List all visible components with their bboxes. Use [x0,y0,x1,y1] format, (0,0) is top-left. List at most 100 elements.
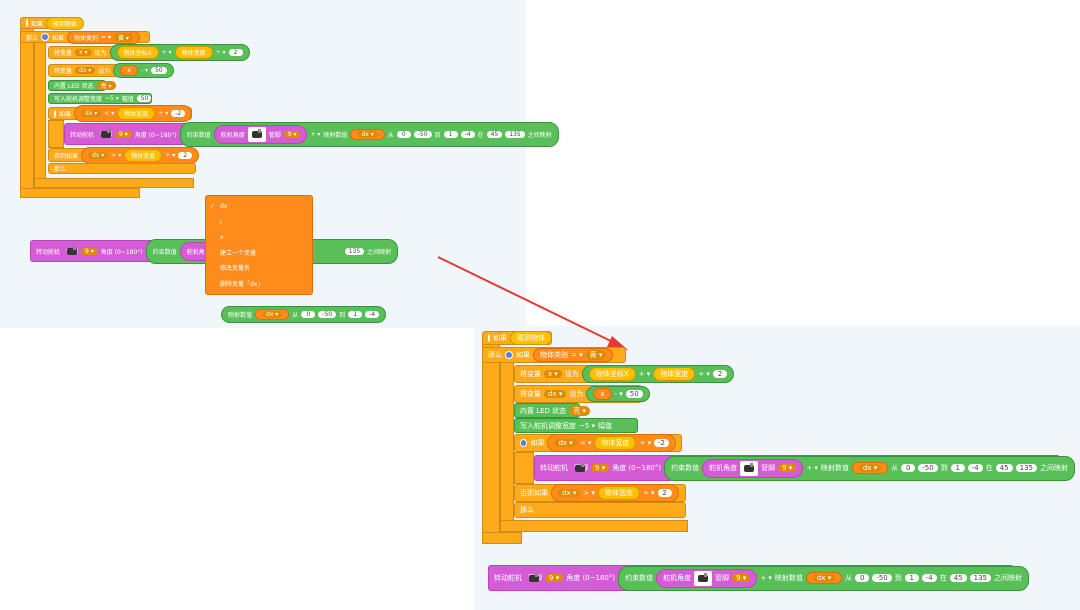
set-x-block[interactable]: 将变量 x 设为 物体坐标X+ ▾物体宽度÷ ▾2 [514,365,734,383]
num-input[interactable]: 45 [486,130,503,138]
num-input[interactable]: 135 [969,574,991,582]
div-op[interactable]: ÷ ▾ [215,49,226,56]
set-dx-block[interactable]: 将变量 dx 设为 x- ▾50 [48,63,174,78]
dx-compare[interactable]: dx< ▾物体宽度÷ ▾-2 [74,105,193,122]
dropdown-item-x[interactable]: x [220,234,224,241]
plus-op[interactable]: + ▾ [310,130,321,138]
subtract-reporter[interactable]: x- ▾50 [586,386,650,402]
touching-reporter[interactable]: 碰到物体 [510,331,552,345]
var-dropdown[interactable]: x [544,370,562,378]
object-x-reporter[interactable]: 物体坐标X [588,367,636,381]
minus-op[interactable]: - ▾ [140,67,148,74]
num-input[interactable]: 2 [228,49,243,56]
num-input[interactable]: -2 [171,110,186,117]
lt-op[interactable]: < ▾ [579,439,592,447]
num-input[interactable]: -4 [460,130,475,138]
num-input[interactable]: 1 [950,464,965,472]
add-reporter[interactable]: 物体坐标X+ ▾物体宽度÷ ▾2 [109,44,250,61]
led-state-dropdown[interactable]: 亮 [96,81,116,90]
gt-op[interactable]: > ▾ [111,151,122,159]
num-input[interactable]: 0 [301,311,316,318]
object-width-reporter[interactable]: 物体宽度 [653,367,696,381]
div-op[interactable]: ÷ ▾ [158,110,169,117]
dropdown-item-dx[interactable]: dx [206,199,312,215]
div-op[interactable]: ÷ ▾ [639,439,652,447]
num-input[interactable]: -50 [413,130,432,138]
if-dx-block[interactable]: 如果 dx< ▾物体宽度÷ ▾-2 [48,105,193,122]
dropdown-item-rename-variable[interactable]: 修改变量名 [220,265,251,272]
num-input[interactable]: 0 [396,130,411,138]
led-block[interactable]: 内置 LED 状态 亮 [48,80,116,91]
variable-dropdown-menu[interactable]: dx i x 建立一个变量 修改变量名 删除变量「dx」 [205,195,313,295]
yellow-dropdown[interactable]: 黄 [585,350,607,360]
num-input[interactable]: 135 [1015,464,1037,472]
lt-op[interactable]: < ▾ [104,110,115,117]
pin-dropdown[interactable]: 9 [283,130,301,138]
object-width-reporter[interactable]: 物体宽度 [124,148,163,162]
dx-compare[interactable]: dx< ▾物体宽度÷ ▾-2 [547,434,676,452]
object-x-reporter[interactable]: 物体坐标X [116,46,159,59]
var-dropdown[interactable]: dx [858,464,882,472]
plus-op[interactable]: + ▾ [638,370,651,378]
num-input[interactable]: 135 [505,130,525,138]
plus-op[interactable]: + ▾ [760,574,772,582]
var-dropdown[interactable]: dx [544,390,567,398]
pin-dropdown[interactable]: 9 [545,574,564,582]
num-input[interactable]: 2 [712,370,727,378]
num-input[interactable]: 50 [150,67,167,74]
object-width-reporter[interactable]: 物体宽度 [594,436,637,450]
dragged-map-reporter[interactable]: 映射数值 dx 从0 -50 到1 -4 [221,302,387,323]
var-dropdown[interactable]: dx [88,151,109,159]
led-block[interactable]: 内置 LED 状态 亮 [514,403,590,418]
num-input[interactable]: 1 [443,130,458,138]
if-dx-block[interactable]: 如果 dx< ▾物体宽度÷ ▾-2 [514,434,682,452]
if-touching-block[interactable]: 如果 碰到物体 [482,331,552,345]
num-input[interactable]: -4 [365,311,380,318]
yellow-dropdown[interactable]: 黄 [114,32,133,42]
var-dropdown[interactable]: dx [262,311,283,318]
num-input[interactable]: 1 [348,311,363,318]
num-input[interactable]: 0 [855,574,870,582]
plus-op[interactable]: + ▾ [161,49,172,56]
dropdown-item-i[interactable]: i [220,218,222,226]
num-input[interactable]: -50 [318,311,337,318]
num-input[interactable]: -50 [918,464,938,472]
pin-dropdown[interactable]: 9 [115,130,132,138]
write-pwm-block[interactable]: 写入舵机调整宽度 ~5 ▾ 幅值 [514,418,638,433]
num-input[interactable]: -50 [872,574,892,582]
plus-op[interactable]: + ▾ [806,464,818,472]
minus-op[interactable]: - ▾ [614,390,623,398]
add-reporter[interactable]: 物体坐标X+ ▾物体宽度÷ ▾2 [581,365,734,383]
var-dropdown[interactable]: dx [554,439,577,447]
set-x-block[interactable]: 将变量 x 设为 物体坐标X+ ▾物体宽度÷ ▾2 [48,44,250,61]
var-dropdown[interactable]: dx [812,574,836,582]
subtract-reporter[interactable]: x- ▾50 [113,63,174,78]
num-input[interactable]: -4 [921,574,937,582]
num-input[interactable]: 50 [136,95,151,102]
var-dropdown[interactable]: dx [558,489,581,497]
object-width-reporter[interactable]: 物体宽度 [117,107,156,120]
pwm-range-dropdown[interactable]: ~5 ▾ [105,95,119,102]
eq-op[interactable]: = ▾ [101,33,111,41]
dx-compare[interactable]: dx> ▾物体宽度÷ ▾2 [551,484,679,502]
eq-op[interactable]: = ▾ [571,351,583,359]
var-dropdown[interactable]: dx [81,110,102,117]
num-input[interactable]: 2 [178,151,193,159]
num-input[interactable]: 135 [344,247,365,255]
object-width-reporter[interactable]: 物体宽度 [597,486,640,500]
num-input[interactable]: 50 [625,390,643,398]
pin-dropdown[interactable]: 9 [591,464,610,472]
num-input[interactable]: 0 [901,464,916,472]
div-op[interactable]: ÷ ▾ [642,489,655,497]
num-input[interactable]: 45 [949,574,967,582]
var-dropdown[interactable]: x [75,49,92,56]
object-width-reporter[interactable]: 物体宽度 [174,46,213,59]
led-state-dropdown[interactable]: 亮 [569,405,590,416]
num-input[interactable]: -2 [654,439,669,447]
else-if-block[interactable]: 否则如果 dx> ▾物体宽度÷ ▾2 [514,484,686,502]
